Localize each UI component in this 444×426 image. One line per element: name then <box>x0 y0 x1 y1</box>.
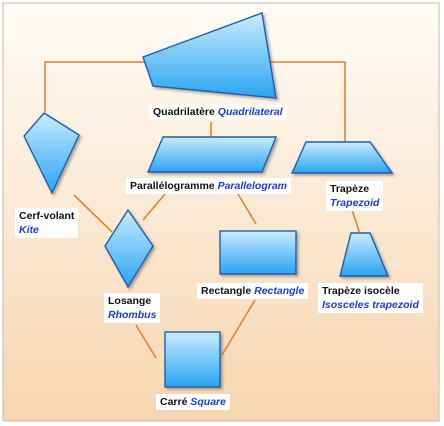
isosceles-trapezoid-label-en: Isosceles trapezoid <box>322 299 419 311</box>
square-shape <box>164 331 221 388</box>
trapezoid-shape <box>290 141 394 174</box>
kite-label-en: Kite <box>19 224 39 236</box>
rhombus-shape <box>104 208 154 289</box>
edge-parallelogram-rhombus <box>142 193 166 221</box>
isosceles-trapezoid-label-fr: Trapèze isocèle <box>322 285 400 297</box>
edge-kite-rhombus <box>73 194 113 233</box>
rectangle-label-fr: Rectangle <box>201 285 252 297</box>
parallelogram-label-fr: Parallélogramme <box>130 180 215 192</box>
quadrilateral-label: Quadrilatère Quadrilateral <box>149 104 287 120</box>
rhombus-label: Losange Rhombus <box>104 293 161 323</box>
rhombus-label-fr: Losange <box>108 295 152 307</box>
kite-shape <box>23 112 80 195</box>
rectangle-label: Rectangle Rectangle <box>197 283 309 299</box>
edge-quadrilateral-trapezoid <box>270 61 346 144</box>
trapezoid-label: Trapèze Trapezoid <box>326 181 384 211</box>
isosceles-trapezoid-shape <box>339 232 390 277</box>
edge-rectangle-square <box>221 299 256 356</box>
quadrilateral-label-fr: Quadrilatère <box>153 106 215 118</box>
edge-quadrilateral-kite <box>44 61 148 112</box>
parallelogram-label-en: Parallelogram <box>217 180 288 192</box>
edge-parallelogram-rectangle <box>237 193 257 225</box>
rhombus-label-en: Rhombus <box>108 309 157 321</box>
edge-rhombus-square <box>135 324 157 359</box>
quadrilateral-label-en: Quadrilateral <box>217 106 283 118</box>
square-label-fr: Carré <box>160 396 188 408</box>
rectangle-shape <box>219 230 297 275</box>
parallelogram-shape <box>146 136 278 173</box>
rectangle-label-en: Rectangle <box>254 285 305 297</box>
square-label-en: Square <box>190 396 226 408</box>
parallelogram-label: Parallélogramme Parallelogram <box>126 178 292 194</box>
square-label: Carré Square <box>156 394 230 410</box>
trapezoid-label-fr: Trapèze <box>330 183 370 195</box>
quadrilateral-shape <box>142 12 277 99</box>
kite-label-fr: Cerf-volant <box>19 210 75 222</box>
isosceles-trapezoid-label: Trapèze isocèle Isosceles trapezoid <box>318 283 423 313</box>
kite-label: Cerf-volant Kite <box>15 208 79 238</box>
edge-trapezoid-isosceles-trapezoid <box>351 209 361 235</box>
trapezoid-label-en: Trapezoid <box>330 197 380 209</box>
